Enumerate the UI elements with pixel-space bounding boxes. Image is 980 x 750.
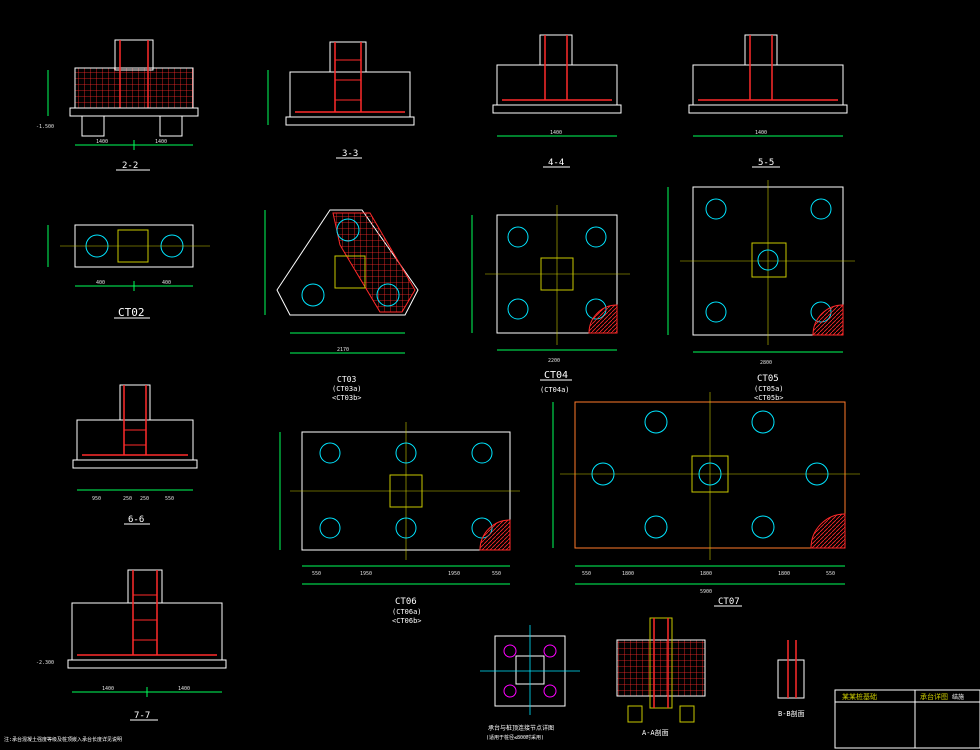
- title-sheet: 结施: [952, 693, 964, 701]
- dim-label: 5900: [700, 589, 712, 595]
- dim-label: 550: [826, 571, 835, 577]
- section-5-5: 1400 5-5: [688, 34, 848, 168]
- plan-ct02: 400 400 CT02: [47, 224, 210, 319]
- section-title: 7-7: [134, 711, 150, 721]
- plan-title: CT04: [544, 370, 568, 381]
- dim-label: 1400: [178, 686, 190, 692]
- elevation-label: -2.300: [36, 660, 54, 666]
- section-title: 2-2: [122, 161, 138, 171]
- plan-ct03: 2170 CT03 (CT03a) <CT03b>: [264, 209, 419, 402]
- plan-title: CT06: [395, 597, 417, 607]
- dim-label: 1950: [360, 571, 372, 577]
- title-project: 某某桩基础: [842, 692, 877, 701]
- detail-subtitle: (适用于桩径≤800时采用): [486, 734, 544, 741]
- section-3-3: 3-3: [267, 41, 415, 159]
- plan-title: CT02: [118, 306, 145, 319]
- dim-label: 950: [92, 496, 101, 502]
- section-a-a: A-A剖面: [616, 617, 706, 737]
- section-title: 5-5: [758, 158, 774, 168]
- detail-title: 承台与桩顶连接节点详图: [488, 724, 554, 732]
- section-title: 6-6: [128, 515, 144, 525]
- title-block: 某某桩基础 承台详图 结施: [834, 689, 980, 749]
- plan-ct04: 2200 CT04 (CT04a): [471, 205, 630, 394]
- title-drawing: 承台详图: [920, 692, 948, 701]
- plan-subtitle: (CT03a): [332, 385, 362, 393]
- pile-detail-plan: 承台与桩顶连接节点详图 (适用于桩径≤800时采用): [480, 625, 580, 741]
- section-title: 3-3: [342, 149, 358, 159]
- plan-subtitle: (CT04a): [540, 386, 570, 394]
- dim-label: 550: [165, 496, 174, 502]
- section-4-4: 1400 4-4: [492, 34, 622, 168]
- plan-ct05: 2800 CT05 (CT05a) <CT05b>: [667, 180, 855, 402]
- plan-title: CT05: [757, 374, 779, 384]
- section-title: B-B剖面: [778, 709, 805, 718]
- dim-label: 2800: [760, 360, 772, 366]
- plan-ct06: 550 1950 1950 550 CT06 (CT06a) <CT06b>: [279, 422, 520, 625]
- section-title: 4-4: [548, 158, 564, 168]
- dim-label: 1950: [448, 571, 460, 577]
- plan-ct07: 550 1800 1800 1800 550 5900 CT07: [552, 392, 860, 607]
- dim-label: 2170: [337, 347, 349, 353]
- plan-subtitle: (CT06a): [392, 608, 422, 616]
- dim-label: 400: [96, 280, 105, 286]
- dim-label: 250: [140, 496, 149, 502]
- section-6-6: 950 250 250 550 6-6: [72, 384, 198, 525]
- section-title: A-A剖面: [642, 728, 669, 737]
- dim-label: 250: [123, 496, 132, 502]
- plan-title: CT03: [337, 375, 356, 384]
- elevation-label: -1.500: [36, 124, 54, 130]
- dim-label: 1400: [102, 686, 114, 692]
- dim-label: 1400: [96, 139, 108, 145]
- plan-subtitle: <CT06b>: [392, 617, 422, 625]
- dim-label: 550: [582, 571, 591, 577]
- plan-subtitle: (CT05a): [754, 385, 784, 393]
- dim-label: 550: [312, 571, 321, 577]
- dim-label: 1800: [700, 571, 712, 577]
- dim-label: 400: [162, 280, 171, 286]
- dim-label: 1800: [778, 571, 790, 577]
- dim-label: 1800: [622, 571, 634, 577]
- section-b-b: B-B剖面: [777, 640, 805, 718]
- dim-label: 1400: [155, 139, 167, 145]
- dim-label: 1400: [550, 130, 562, 136]
- plan-title: CT07: [718, 597, 740, 607]
- section-7-7: 1400 1400 -2.300 7-7: [36, 569, 227, 721]
- dim-label: 2200: [548, 358, 560, 364]
- dim-label: 1400: [755, 130, 767, 136]
- plan-subtitle: <CT05b>: [754, 394, 784, 402]
- dim-label: 550: [492, 571, 501, 577]
- section-2-2: 1400 1400 -1.500 2-2: [36, 39, 199, 171]
- bottom-note: 注:承台混凝土强度等级及桩顶嵌入承台长度详见说明: [4, 736, 122, 743]
- plan-subtitle: <CT03b>: [332, 394, 362, 402]
